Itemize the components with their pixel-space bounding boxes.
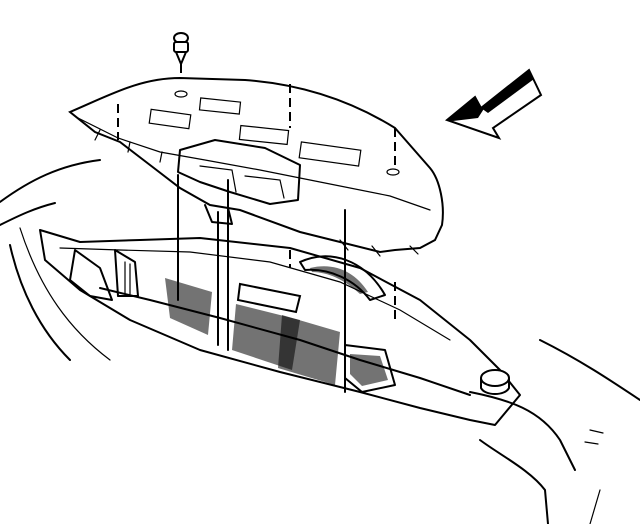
direction-arrow — [444, 68, 543, 140]
headlamp-opening — [69, 249, 386, 301]
coolant-reservoir — [480, 369, 510, 395]
fender — [0, 159, 640, 524]
radiator-upper-air-baffle — [68, 76, 444, 257]
grille-area — [114, 249, 396, 393]
